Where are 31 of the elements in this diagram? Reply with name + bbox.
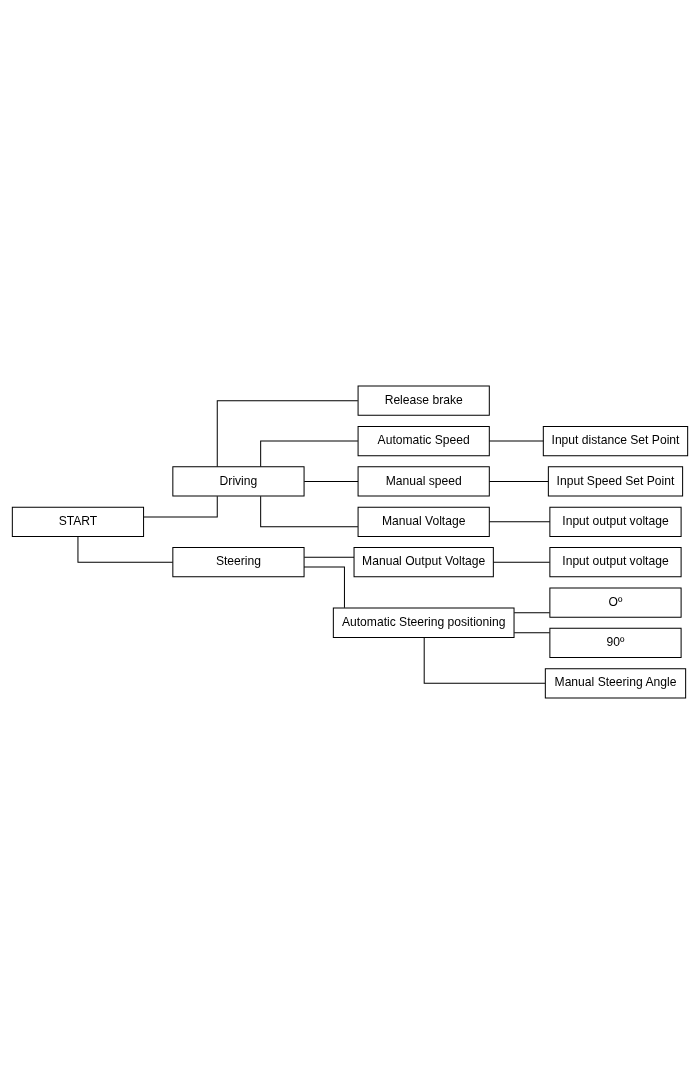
connector xyxy=(216,399,359,467)
connector xyxy=(77,535,174,563)
node-box: Manual speed xyxy=(357,465,490,497)
node-box: Oº xyxy=(549,586,682,618)
connector xyxy=(260,495,359,527)
node-box: Input distance Set Point xyxy=(542,425,689,456)
node-box: 90º xyxy=(549,627,682,658)
node-box: Input Speed Set Point xyxy=(547,465,684,497)
connector xyxy=(492,561,551,563)
connector xyxy=(488,520,551,522)
node-box: Automatic Steering positioning xyxy=(332,607,515,638)
connector xyxy=(513,611,551,613)
node-box: Input output voltage xyxy=(549,506,682,537)
node-box: Manual Steering Angle xyxy=(544,667,687,698)
connector xyxy=(488,440,544,442)
connector xyxy=(488,480,549,482)
node-box: Input output voltage xyxy=(549,546,682,577)
node-box: Manual Output Voltage xyxy=(353,546,494,577)
connector xyxy=(423,636,546,684)
connector xyxy=(260,440,359,467)
node-box: Automatic Speed xyxy=(357,425,490,456)
connector xyxy=(303,556,355,558)
node-box: START xyxy=(11,506,145,537)
node-box: Driving xyxy=(172,465,305,497)
node-box: Manual Voltage xyxy=(357,506,490,537)
connector xyxy=(303,480,359,482)
connector xyxy=(303,566,345,608)
connector xyxy=(143,495,218,517)
node-box: Release brake xyxy=(357,385,490,416)
node-box: Steering xyxy=(172,546,305,577)
connector xyxy=(513,631,551,633)
